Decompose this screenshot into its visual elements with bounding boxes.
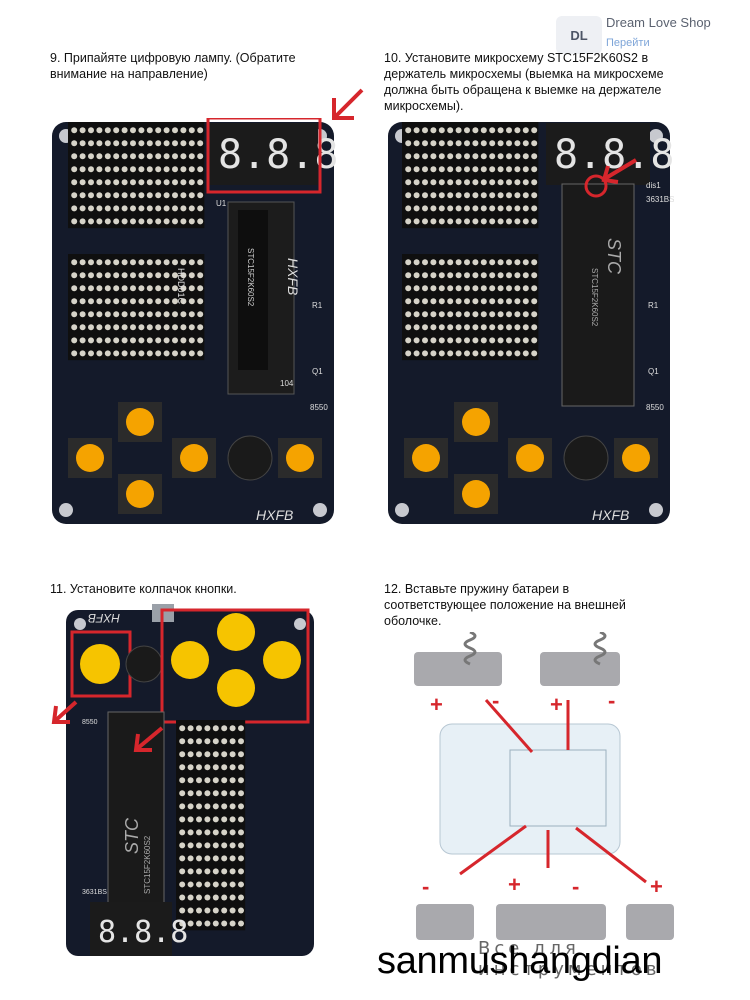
svg-text:HXFB: HXFB: [88, 611, 120, 625]
step-12-line-2: соответствующее положение на внешней: [384, 598, 626, 612]
svg-text:Q1: Q1: [312, 367, 323, 376]
svg-text:+: +: [550, 692, 563, 717]
svg-text:8.8.8: 8.8.8: [554, 132, 674, 178]
svg-text:-: -: [608, 688, 615, 713]
battery-springs-diagram: + - + - - + - +: [414, 632, 674, 940]
svg-text:STC: STC: [604, 238, 624, 275]
board-step-9-photo: 8.8.8 STC15F2K60S2 U1 R1 Q1 8550 104 HXF…: [52, 118, 338, 524]
led-matrix-bottom: [402, 254, 539, 361]
svg-text:8550: 8550: [82, 719, 98, 726]
svg-text:8550: 8550: [310, 403, 328, 412]
svg-text:8.8.8: 8.8.8: [98, 915, 188, 950]
svg-text:R1: R1: [312, 301, 323, 310]
shop-logo: DL: [556, 16, 602, 54]
step-10-caption: 10. Установите микросхему STC15F2K60S2 в…: [384, 50, 664, 114]
svg-text:-: -: [492, 688, 499, 713]
led-matrix-bottom: [68, 254, 205, 361]
svg-text:STC15F2K60S2: STC15F2K60S2: [590, 268, 599, 327]
watermark-text: Все для инструментов: [478, 938, 661, 980]
button-caps-board-10: [404, 402, 658, 514]
svg-text:U1: U1: [216, 199, 227, 208]
arrows-step-11: [51, 700, 164, 752]
spring-plate-top-left: [414, 632, 502, 686]
step-9-line-1: 9. Припайяте цифровую лампу. (Обратите: [50, 51, 296, 65]
highlight-box-display: [206, 118, 322, 194]
svg-text:8550: 8550: [646, 403, 664, 412]
highlight-notch-circle: [584, 174, 608, 198]
svg-text:+: +: [430, 692, 443, 717]
step-11-line-1: 11. Установите колпачок кнопки.: [50, 582, 237, 596]
svg-text:Q1: Q1: [648, 367, 659, 376]
svg-text:+: +: [650, 874, 663, 899]
svg-text:104: 104: [280, 379, 294, 388]
svg-text:STC15F2K60S2: STC15F2K60S2: [246, 248, 255, 307]
step-12-caption: 12. Вставьте пружину батареи в соответст…: [384, 581, 626, 629]
step-9-caption: 9. Припайяте цифровую лампу. (Обратите в…: [50, 50, 296, 82]
spring-plate-top-right: [540, 632, 620, 686]
led-matrix-top: [68, 122, 205, 229]
svg-text:-: -: [422, 874, 429, 899]
led-matrix-lower: [176, 720, 246, 931]
svg-text:STC15F2K60S2: STC15F2K60S2: [143, 835, 152, 894]
svg-text:STC: STC: [122, 817, 142, 854]
button-caps-board-9: [68, 402, 322, 514]
svg-text:HXFB: HXFB: [592, 507, 629, 523]
arrow-step-9: [332, 88, 364, 120]
svg-text:dis1: dis1: [646, 181, 661, 190]
svg-text:HDD01C: HDD01C: [176, 268, 186, 305]
step-10-line-3: должна быть обращена к выемке на держате…: [384, 83, 662, 97]
seven-seg-display: 8.8.8: [218, 132, 338, 178]
svg-text:-: -: [572, 874, 579, 899]
board-step-11-photo: HXFB STC STC15F2K60S2 8550 3631BS 8.8.8: [66, 604, 314, 956]
svg-text:3631BS: 3631BS: [646, 195, 674, 204]
shop-name[interactable]: Dream Love Shop: [606, 15, 711, 30]
svg-text:3631BS: 3631BS: [82, 889, 107, 896]
step-10-line-2: держатель микросхемы (выемка на микросхе…: [384, 67, 664, 81]
board-step-10-photo: 8.8.8 STC STC15F2K60S2 dis1 3631BS R1 Q1…: [388, 122, 674, 524]
svg-text:8.8.8: 8.8.8: [218, 132, 338, 178]
step-11-caption: 11. Установите колпачок кнопки.: [50, 581, 237, 597]
footer-shop-name: sanmushangdian: [377, 940, 663, 982]
svg-text:HXFB: HXFB: [285, 258, 301, 295]
clear-shell: [439, 723, 621, 855]
shop-visit-link[interactable]: Перейти: [606, 37, 650, 49]
svg-text:R1: R1: [648, 301, 659, 310]
step-9-line-2: внимание на направление): [50, 67, 208, 81]
led-matrix-top: [402, 122, 539, 229]
svg-text:+: +: [508, 872, 521, 897]
step-10-line-4: микросхемы).: [384, 99, 464, 113]
step-12-line-1: 12. Вставьте пружину батареи в: [384, 582, 570, 596]
step-10-line-1: 10. Установите микросхему STC15F2K60S2 в: [384, 51, 649, 65]
svg-text:HXFB: HXFB: [256, 507, 293, 523]
step-12-line-3: оболочке.: [384, 614, 442, 628]
